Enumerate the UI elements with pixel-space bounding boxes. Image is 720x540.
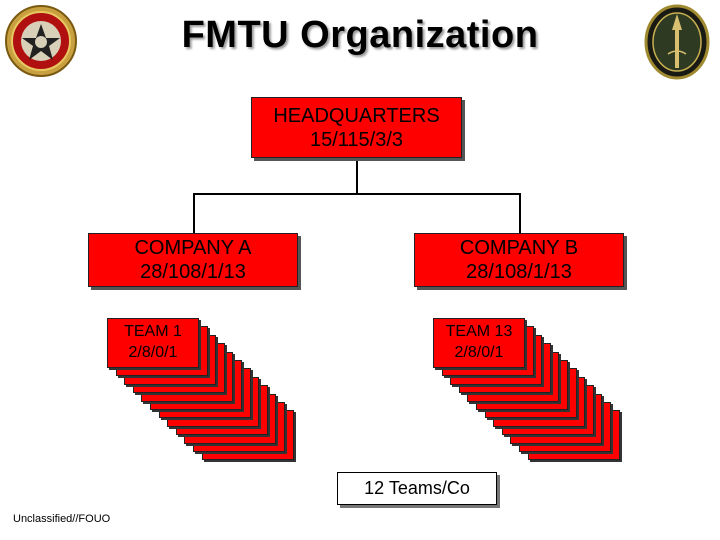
page-title: FMTU Organization bbox=[181, 14, 539, 56]
team-1-strength: 2/8/0/1 bbox=[128, 344, 178, 361]
connector-horizontal bbox=[193, 193, 521, 195]
headquarters-box: HEADQUARTERS 15/115/3/3 bbox=[251, 97, 462, 158]
team-1-label: TEAM 1 bbox=[124, 323, 182, 341]
company-a-strength: 28/108/1/13 bbox=[140, 261, 246, 283]
company-b-box: COMPANY B 28/108/1/13 bbox=[414, 233, 624, 287]
classification-marking: Unclassified//FOUO bbox=[13, 513, 111, 525]
teams-per-company-note: 12 Teams/Co bbox=[337, 472, 497, 505]
headquarters-label: HEADQUARTERS bbox=[273, 104, 440, 127]
marsoc-seal-icon bbox=[4, 4, 78, 78]
company-b-label: COMPANY B bbox=[459, 237, 579, 259]
company-b-strength: 28/108/1/13 bbox=[466, 261, 572, 283]
team-13-label: TEAM 13 bbox=[445, 323, 513, 341]
connector-hq-down bbox=[356, 158, 358, 194]
team-13-strength: 2/8/0/1 bbox=[454, 344, 504, 361]
team-13-box: TEAM 13 2/8/0/1 bbox=[433, 318, 525, 368]
company-a-label: COMPANY A bbox=[134, 237, 252, 259]
connector-company-b bbox=[519, 193, 521, 233]
ussocom-seal-icon bbox=[644, 4, 710, 80]
headquarters-strength: 15/115/3/3 bbox=[309, 128, 404, 151]
connector-company-a bbox=[193, 193, 195, 233]
company-a-box: COMPANY A 28/108/1/13 bbox=[88, 233, 298, 287]
team-1-box: TEAM 1 2/8/0/1 bbox=[107, 318, 199, 368]
